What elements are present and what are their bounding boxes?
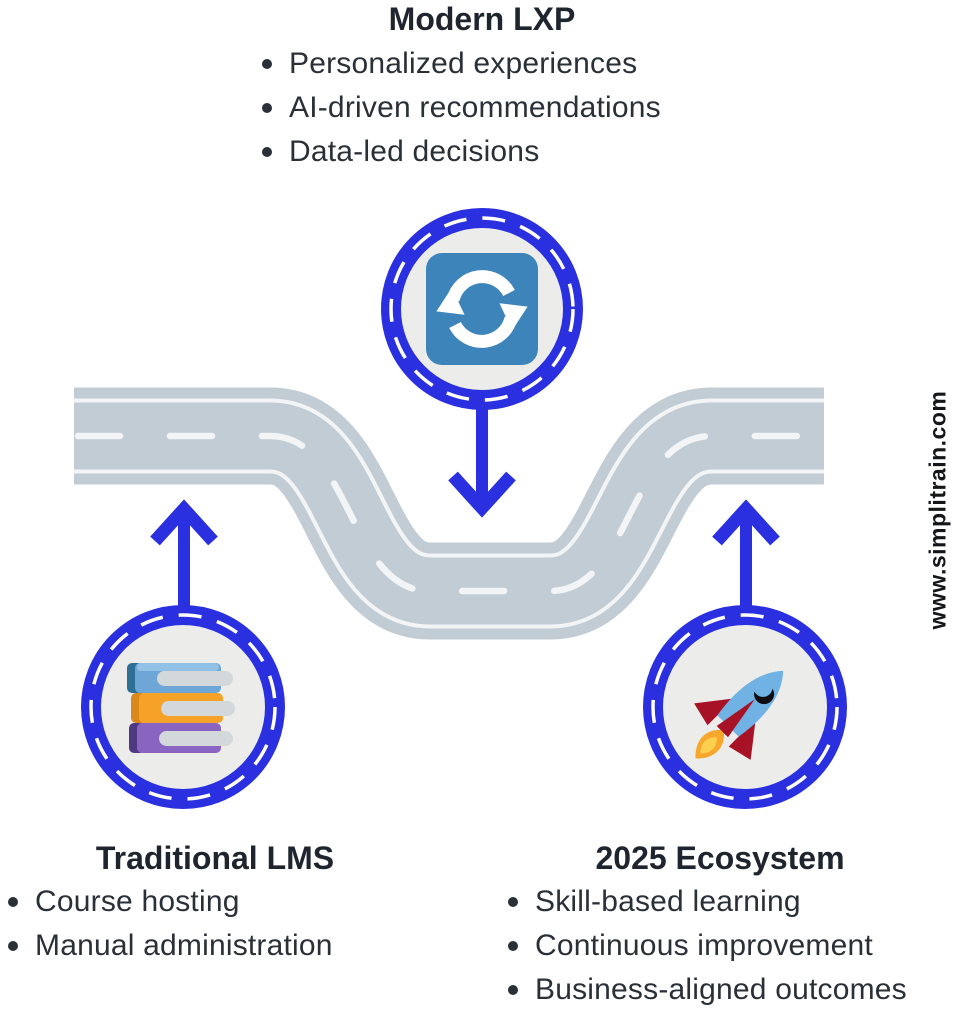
bullet-dot (508, 941, 518, 951)
bullet-text: Skill-based learning (535, 885, 801, 918)
bullet-dot (8, 941, 18, 951)
website-watermark: www.simplitrain.com (924, 390, 951, 630)
bullet-text: Data-led decisions (289, 135, 540, 168)
list-item: Data-led decisions (262, 130, 661, 174)
modern-lxp-title: Modern LXP (388, 1, 576, 37)
modern-lxp-bullets: Personalized experiences AI-driven recom… (262, 42, 661, 174)
bullet-dot (8, 897, 18, 907)
list-item: Skill-based learning (508, 880, 907, 924)
list-item: Continuous improvement (508, 924, 907, 968)
traditional-lms-title: Traditional LMS (95, 840, 335, 876)
bullet-text: AI-driven recommendations (289, 91, 661, 124)
list-item: Personalized experiences (262, 42, 661, 86)
bullet-dot (262, 59, 272, 69)
medallion-traditional-lms (81, 605, 285, 809)
down-arrow (448, 404, 516, 518)
list-item: Course hosting (8, 880, 333, 924)
list-item: Business-aligned outcomes (508, 968, 907, 1012)
ecosystem-2025-title: 2025 Ecosystem (595, 840, 845, 876)
bullet-text: Manual administration (35, 929, 333, 962)
list-item: Manual administration (8, 924, 333, 968)
sync-refresh-icon (381, 208, 583, 410)
traditional-lms-bullets: Course hosting Manual administration (8, 880, 333, 968)
bullet-text: Personalized experiences (289, 47, 638, 80)
ecosystem-2025-bullets: Skill-based learning Continuous improvem… (508, 880, 907, 1012)
list-item: AI-driven recommendations (262, 86, 661, 130)
bullet-text: Business-aligned outcomes (535, 973, 907, 1006)
medallion-2025-ecosystem (643, 605, 847, 809)
medallion-modern-lxp (381, 208, 583, 410)
rocket-icon (643, 605, 847, 809)
bullet-dot (262, 147, 272, 157)
bullet-dot (508, 985, 518, 995)
books-stack-icon (81, 605, 285, 809)
bullet-text: Continuous improvement (535, 929, 873, 962)
bullet-dot (262, 103, 272, 113)
bullet-dot (508, 897, 518, 907)
bullet-text: Course hosting (35, 885, 240, 918)
